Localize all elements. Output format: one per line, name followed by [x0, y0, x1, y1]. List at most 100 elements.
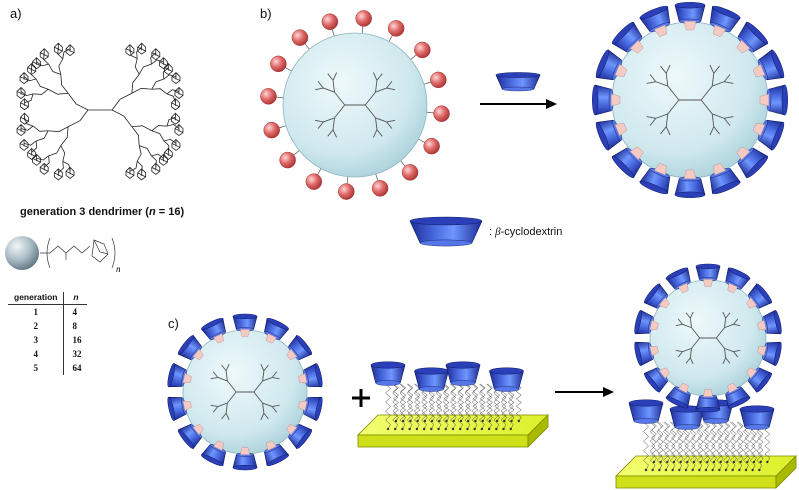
adamantyl-ball — [433, 105, 450, 122]
cyclodextrin-cup — [264, 317, 290, 344]
cyclodextrin-cup — [409, 216, 483, 247]
cyclodextrin-cup — [286, 423, 313, 450]
cyclodextrin-legend-label: : β-cyclodextrin — [489, 226, 563, 238]
complex-in-solution — [167, 313, 323, 471]
reaction-arrow-b — [480, 99, 557, 109]
cyclodextrin-cup — [298, 396, 323, 421]
panel-label-b: b) — [260, 6, 272, 21]
cyclodextrin-cup — [709, 162, 741, 195]
cyclodextrin-cup — [757, 309, 782, 335]
cyclodextrin-cup — [644, 283, 670, 309]
adamantyl-ball — [423, 137, 440, 155]
adamantyl-ball — [270, 55, 287, 73]
cyclodextrin-cup — [177, 334, 204, 361]
cyclodextrin-cup — [495, 72, 541, 92]
adamantyl-ball — [305, 173, 323, 190]
dendrimer-structure-drawing — [16, 42, 184, 181]
cyclodextrin-cup — [177, 423, 204, 450]
table-header-generation: generation — [8, 292, 64, 305]
gold-substrate-edge — [775, 455, 797, 489]
cyclodextrin-cup — [739, 405, 775, 430]
cyclodextrin-cup — [167, 396, 192, 421]
dendron-lines — [210, 363, 280, 421]
cyclodextrin-cup — [286, 334, 313, 361]
adamantyl-ball — [260, 88, 277, 105]
cyclodextrin-cup — [445, 361, 481, 386]
cyclodextrin-cup — [611, 146, 644, 179]
cyclodextrin-monolayer-substrate — [357, 361, 549, 448]
cyclodextrin-cup — [725, 267, 751, 294]
cyclodextrin-cup — [232, 447, 258, 471]
cyclodextrin-cup — [757, 341, 782, 367]
cyclodextrin-cup — [665, 267, 691, 294]
adamantyl-ball — [263, 121, 280, 139]
gold-substrate-edge — [527, 414, 549, 448]
cyclodextrin-cup — [695, 389, 721, 413]
cyclodextrin-cup — [200, 317, 226, 344]
cyclodextrin-cup — [628, 399, 664, 424]
table-header-n: n — [63, 292, 88, 305]
adamantyl-ball — [401, 164, 419, 181]
cyclodextrin-cup — [592, 84, 621, 116]
adamantyl-ball — [371, 180, 389, 197]
adamantyl-ball — [279, 151, 296, 169]
dendron-lines — [675, 311, 741, 365]
cyclodextrin-cup — [370, 361, 406, 386]
dendron-lines — [646, 64, 734, 136]
panel-label-a: a) — [10, 6, 22, 21]
cyclodextrin-cup — [639, 162, 671, 195]
cyclodextrin-cup — [752, 49, 785, 81]
cyclodextrin-cup — [639, 5, 671, 38]
cyclodextrin-cup — [489, 367, 524, 392]
adamantyl-ball — [355, 10, 372, 27]
adamantyl-ball — [430, 71, 447, 89]
cyclodextrin-cup — [665, 382, 691, 409]
repeat-subscript: n — [116, 264, 121, 274]
cyclodextrin-cup — [200, 440, 226, 467]
cyclodextrin-cup — [264, 440, 290, 467]
adamantyl-ball — [321, 13, 339, 30]
repeat-unit-formula — [40, 237, 116, 269]
gold-substrate-side — [357, 434, 529, 448]
dendron-lines — [314, 72, 396, 138]
dendrimer-cyclodextrin-complex — [592, 2, 788, 198]
cyclodextrin-cup — [232, 313, 258, 337]
cyclodextrin-cup — [746, 283, 772, 309]
free-cyclodextrin-icon — [495, 72, 541, 92]
cyclodextrin-legend-icon — [409, 216, 483, 247]
cyclodextrin-cup — [752, 119, 785, 151]
cyclodextrin-cup — [674, 2, 706, 31]
gold-substrate-side — [615, 475, 777, 489]
cyclodextrin-cup — [746, 367, 772, 393]
adamantyl-ball — [387, 20, 405, 37]
dendrimer-with-adamantyl-groups — [260, 10, 450, 200]
cyclodextrin-cup — [595, 119, 628, 151]
cyclodextrin-cup — [725, 382, 751, 409]
cyclodextrin-cup — [736, 21, 769, 54]
plus-sign — [352, 389, 370, 407]
immobilized-complex-on-substrate — [615, 263, 797, 489]
cyclodextrin-cup — [634, 309, 659, 335]
cyclodextrin-cup — [595, 49, 628, 81]
adamantyl-ball — [291, 29, 309, 46]
cyclodextrin-cup — [695, 263, 721, 287]
cyclodextrin-cup — [674, 169, 706, 198]
cyclodextrin-cup — [759, 84, 788, 116]
dendrimer-caption: generation 3 dendrimer (n = 16) — [20, 206, 185, 218]
cyclodextrin-cup — [611, 21, 644, 54]
adamantyl-ball — [338, 183, 355, 200]
cyclodextrin-cup — [709, 5, 741, 38]
cyclodextrin-cup — [644, 367, 670, 393]
cyclodextrin-cup — [736, 146, 769, 179]
cyclodextrin-cup — [298, 363, 323, 388]
adamantyl-ball — [414, 41, 431, 59]
reaction-arrow-c — [555, 387, 614, 397]
cyclodextrin-cup — [167, 363, 192, 388]
cyclodextrin-cup — [634, 341, 659, 367]
